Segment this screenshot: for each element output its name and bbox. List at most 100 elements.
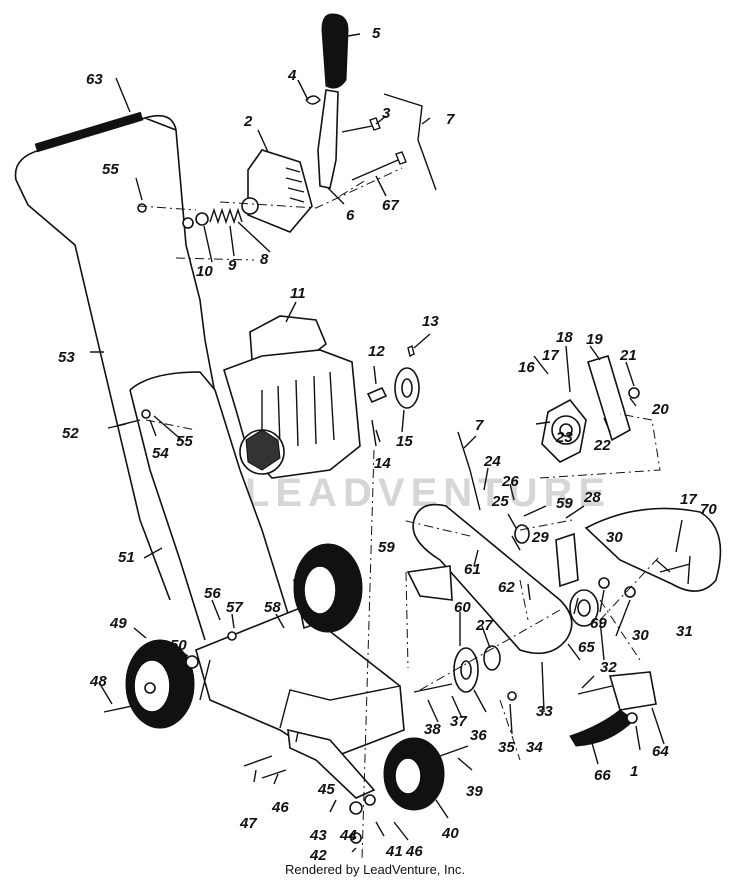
engine-bolt [371,419,377,447]
pulley-key [366,386,388,404]
callout-65: 65 [578,639,595,656]
callout-62: 62 [498,579,515,596]
callout-40: 40 [441,825,459,842]
idler-pulley-hub [514,524,530,544]
callout-14: 14 [374,455,391,472]
nut-57 [227,631,237,641]
callout-3: 3 [382,105,391,122]
callout-4: 4 [287,67,297,84]
callout-19: 19 [586,331,603,348]
callout-58: 58 [264,599,281,616]
pulley-bolt [413,683,453,693]
callout-59b: 59 [556,495,573,512]
callout-41: 41 [385,843,403,860]
callout-36: 36 [470,727,487,744]
mounting-plate [586,355,631,442]
axle-bolt-48 [103,705,133,713]
callout-37: 37 [450,713,467,730]
spring [209,207,243,225]
nut-55-top [137,203,147,213]
washer-44 [364,794,376,806]
callout-21: 21 [619,347,637,364]
front-axle-bracket [287,728,376,799]
clevis-pin [305,95,321,105]
washer [195,212,209,226]
idler-bracket [555,532,579,588]
callout-51: 51 [118,549,135,566]
callout-13: 13 [422,313,439,330]
edger-exploded-view [14,13,722,861]
callout-22: 22 [593,437,611,454]
callout-61: 61 [464,561,481,578]
drive-belt [412,503,573,655]
callout-49: 49 [109,615,127,632]
callout-29: 29 [531,529,549,546]
bolt [341,117,381,133]
callout-66: 66 [594,767,611,784]
axle-bolt-39 [439,745,469,757]
callout-54: 54 [152,445,169,462]
callout-32: 32 [600,659,617,676]
control-lever [317,89,339,189]
callout-38: 38 [424,721,441,738]
callout-34: 34 [526,739,543,756]
callout-33: 33 [536,703,553,720]
callout-67: 67 [382,197,399,214]
callout-31: 31 [676,623,693,640]
callout-8: 8 [260,251,269,268]
callout-45: 45 [317,781,335,798]
blade-nut [626,712,638,724]
callout-50: 50 [170,637,187,654]
handle-grip [34,111,144,153]
callout-1: 1 [630,763,638,780]
callout-10: 10 [196,263,213,280]
callout-11: 11 [290,285,306,302]
callout-44: 44 [339,827,357,844]
callout-55: 55 [102,161,119,178]
callout-55b: 55 [176,433,193,450]
callout-35: 35 [498,739,515,756]
callout-39: 39 [466,783,483,800]
bracket-bushing [241,197,259,215]
callout-46b: 46 [405,843,423,860]
callout-23: 23 [555,429,573,446]
blade-bolt [577,685,613,695]
render-credit: Rendered by LeadVenture, Inc. [285,862,465,877]
callout-12: 12 [368,343,385,360]
callout-43: 43 [309,827,327,844]
bolt-46 [261,769,287,779]
callout-30: 30 [606,529,623,546]
blade-plate [608,671,657,711]
bolt-47 [243,755,273,767]
pulley-hub [483,645,501,671]
callout-20: 20 [651,401,669,418]
upper-handle [14,114,221,601]
callout-53: 53 [58,349,75,366]
callout-2: 2 [243,113,253,130]
callout-59: 59 [378,539,395,556]
callout-15: 15 [396,433,413,450]
callout-9: 9 [228,257,237,274]
callout-63: 63 [86,71,103,88]
callout-42: 42 [309,847,327,864]
nut-20 [628,387,640,399]
callout-47: 47 [239,815,257,832]
nut-55 [141,409,151,419]
callout-18: 18 [556,329,573,346]
callout-16: 16 [518,359,535,376]
nut-43 [349,801,363,815]
callout-28: 28 [583,489,601,506]
control-cable [383,93,481,511]
callout-labels: 1 2 3 4 5 6 7 7 8 9 10 11 12 13 14 15 16… [58,25,717,864]
spacer-2 [624,586,636,598]
callout-5: 5 [372,25,381,42]
guard-bolt [659,563,691,573]
edger-blade [569,709,635,747]
long-bolt [351,151,407,181]
lower-handle [129,371,291,641]
spacer [598,577,610,589]
callout-57: 57 [226,599,243,616]
blade-guard [584,507,722,592]
callout-6: 6 [346,207,355,224]
